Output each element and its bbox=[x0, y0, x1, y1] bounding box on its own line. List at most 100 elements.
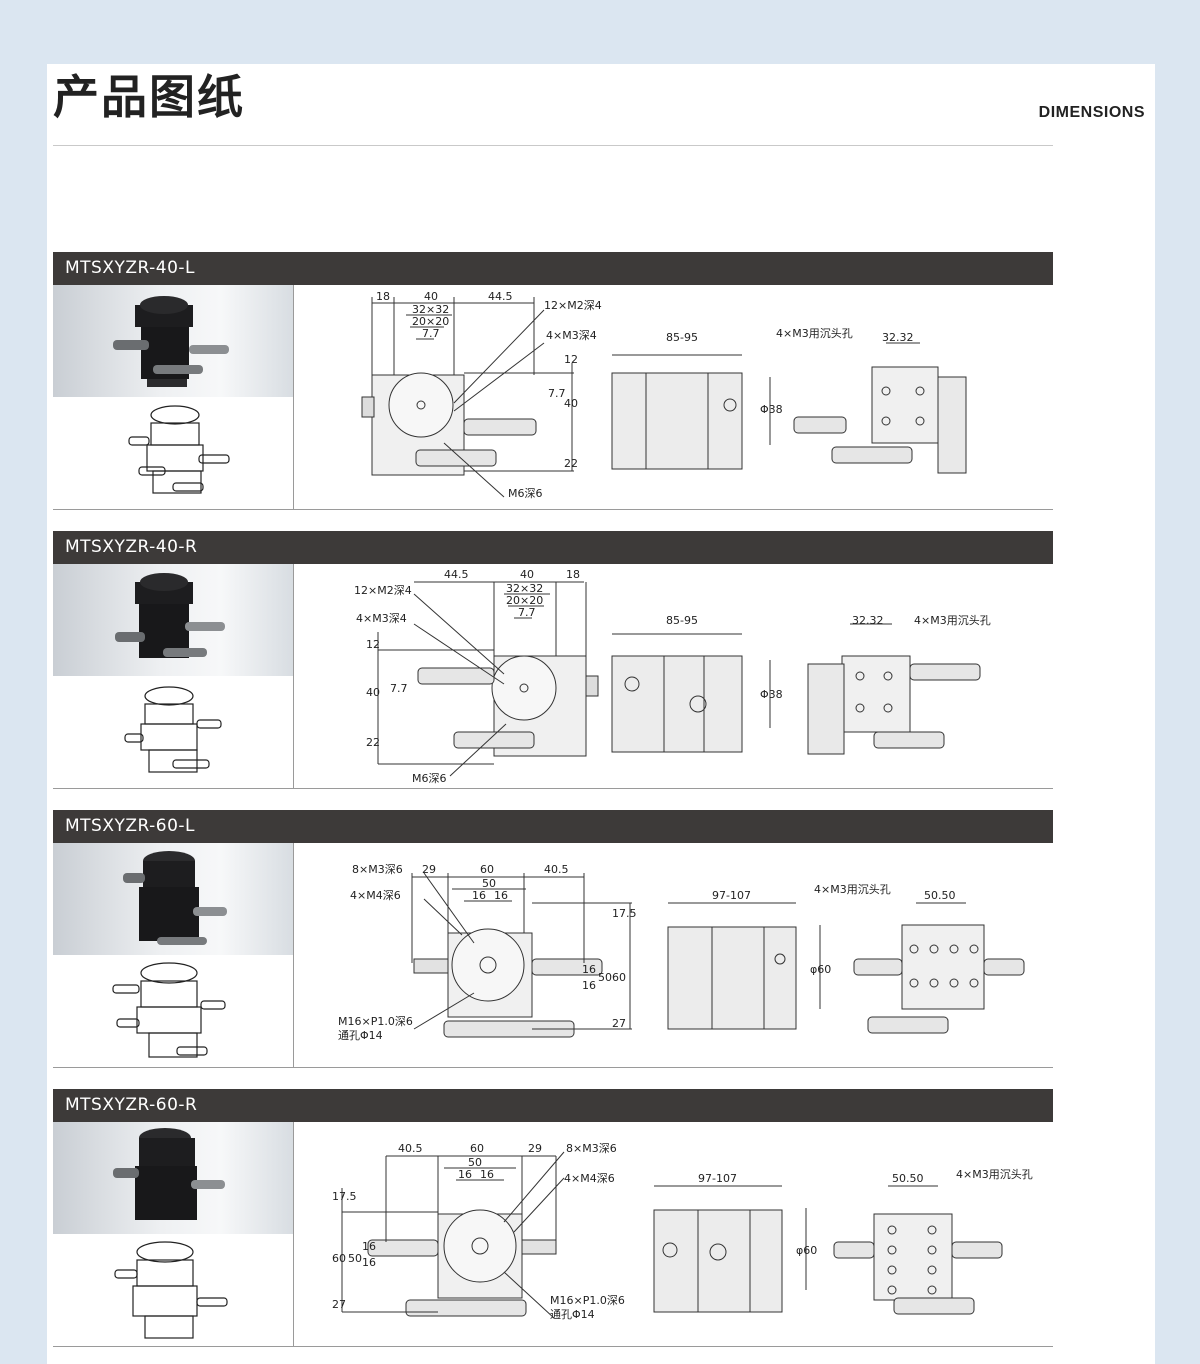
dimension-label-d32x32: 32×32 bbox=[506, 582, 543, 595]
dimension-label-d7-7: 7.7 bbox=[518, 606, 536, 619]
dimension-label-dia: Φ38 bbox=[760, 403, 783, 416]
dimension-label-holes-m2: 12×M2深4 bbox=[544, 299, 602, 312]
dimension-label-d40: 40 bbox=[520, 568, 534, 581]
dimension-drawing: 8×M3深6 4×M4深6 29 60 40.5 50 16 16 17.5 1… bbox=[338, 863, 1025, 1042]
dimension-label-range: 85-95 bbox=[666, 614, 698, 627]
dimension-label-d29: 29 bbox=[528, 1142, 542, 1155]
dimension-label-d44-5: 44.5 bbox=[444, 568, 469, 581]
section-bottom-rule bbox=[53, 1346, 1053, 1347]
product-photo bbox=[53, 843, 293, 955]
product-line-art bbox=[53, 1234, 293, 1347]
section-mtsxyzr-40-l: MTSXYZR-40-L bbox=[53, 252, 1053, 510]
stage-line-drawing bbox=[124, 686, 222, 773]
dimension-label-thru: 通孔Φ14 bbox=[338, 1029, 383, 1042]
column-divider bbox=[293, 843, 294, 1067]
dimension-label-dia: Φ38 bbox=[760, 688, 783, 701]
dimension-label-holes-m2: 12×M2深4 bbox=[354, 584, 412, 597]
column-divider bbox=[293, 564, 294, 788]
dimension-label-range: 85-95 bbox=[666, 331, 698, 344]
dimension-label-m6: M6深6 bbox=[412, 772, 447, 785]
dimension-label-m16: M16×P1.0深6 bbox=[338, 1015, 413, 1028]
dimension-label-d40v: 40 bbox=[366, 686, 380, 699]
product-line-art bbox=[53, 955, 293, 1068]
dimension-label-d20x20: 20×20 bbox=[412, 315, 449, 328]
dimension-label-d22: 22 bbox=[564, 457, 578, 470]
section-bottom-rule bbox=[53, 509, 1053, 510]
dimension-label-d16v1: 16 bbox=[362, 1240, 376, 1253]
dimension-label-d12: 12 bbox=[564, 353, 578, 366]
stage-line-drawing bbox=[112, 962, 226, 1058]
dimension-drawing: 40.5 60 29 50 16 16 8×M3深6 4×M4深6 17.5 6… bbox=[332, 1142, 1033, 1321]
dimension-label-d60v: 60 bbox=[332, 1252, 346, 1265]
section-mtsxyzr-60-r: MTSXYZR-60-R bbox=[53, 1089, 1053, 1347]
dimension-label-d16v2: 16 bbox=[582, 979, 596, 992]
dimension-label-d7-7v: 7.7 bbox=[548, 387, 566, 400]
dimension-label-cb-holes: 4×M3用沉头孔 bbox=[956, 1168, 1033, 1181]
dimension-label-d27: 27 bbox=[612, 1017, 626, 1030]
dimension-label-pitch: 50.50 bbox=[924, 889, 956, 902]
technical-drawings: 8×M3深6 4×M4深6 29 60 40.5 50 16 16 17.5 1… bbox=[294, 843, 1053, 1067]
dimension-label-m16: M16×P1.0深6 bbox=[550, 1294, 625, 1307]
dimension-label-d50v: 50 bbox=[598, 971, 612, 984]
dimension-label-d50v: 50 bbox=[348, 1252, 362, 1265]
column-divider bbox=[293, 285, 294, 509]
dimension-label-d16v2: 16 bbox=[362, 1256, 376, 1269]
column-divider bbox=[293, 1122, 294, 1346]
dimension-label-d16b: 16 bbox=[494, 889, 508, 902]
dimension-label-d17-5: 17.5 bbox=[332, 1190, 357, 1203]
dimension-label-d50: 50 bbox=[468, 1156, 482, 1169]
dimension-label-d16v1: 16 bbox=[582, 963, 596, 976]
dimension-label-holes-m3: 8×M3深6 bbox=[352, 863, 403, 876]
dimension-label-pitch: 50.50 bbox=[892, 1172, 924, 1185]
dimension-label-dia: φ60 bbox=[796, 1244, 817, 1257]
dimension-label-d18: 18 bbox=[566, 568, 580, 581]
dimension-label-cb-holes: 4×M3用沉头孔 bbox=[776, 327, 853, 340]
dimension-label-d40v: 40 bbox=[564, 397, 578, 410]
dimension-label-pitch: 32.32 bbox=[882, 331, 914, 344]
dimension-label-d18: 18 bbox=[376, 290, 390, 303]
dimension-label-range: 97-107 bbox=[698, 1172, 737, 1185]
dimension-label-d17-5: 17.5 bbox=[612, 907, 637, 920]
technical-drawings: 44.5 40 18 32×32 20×20 7.7 12×M2深4 4×M3深… bbox=[294, 564, 1053, 788]
dimension-label-dia: φ60 bbox=[810, 963, 831, 976]
dimension-label-d29: 29 bbox=[422, 863, 436, 876]
dimension-drawing: 44.5 40 18 32×32 20×20 7.7 12×M2深4 4×M3深… bbox=[354, 568, 991, 785]
dimension-label-holes-m3: 4×M3深4 bbox=[546, 329, 597, 342]
stage-render-image bbox=[113, 296, 229, 387]
dimension-label-d50: 50 bbox=[482, 877, 496, 890]
dimension-label-d20x20: 20×20 bbox=[506, 594, 543, 607]
dimension-label-holes-m3: 8×M3深6 bbox=[566, 1142, 617, 1155]
technical-drawings: 18 40 44.5 32×32 20×20 7.7 12 7.7 40 22 … bbox=[294, 285, 1053, 509]
product-line-art bbox=[53, 676, 293, 789]
dimension-label-cb-holes: 4×M3用沉头孔 bbox=[914, 614, 991, 627]
dimension-label-range: 97-107 bbox=[712, 889, 751, 902]
product-photo bbox=[53, 564, 293, 676]
section-header: MTSXYZR-40-R bbox=[53, 531, 1053, 564]
dimension-label-d40-5: 40.5 bbox=[398, 1142, 423, 1155]
dimension-label-thru: 通孔Φ14 bbox=[550, 1308, 595, 1321]
section-bottom-rule bbox=[53, 1067, 1053, 1068]
stage-render-image bbox=[113, 1128, 225, 1220]
dimension-label-d60: 60 bbox=[470, 1142, 484, 1155]
title-divider bbox=[53, 145, 1053, 146]
dimension-label-d7-7: 7.7 bbox=[422, 327, 440, 340]
dimension-label-holes-m3: 4×M3深4 bbox=[356, 612, 407, 625]
stage-render-image bbox=[115, 573, 225, 658]
dimension-label-d16b: 16 bbox=[480, 1168, 494, 1181]
dimension-label-d40: 40 bbox=[424, 290, 438, 303]
dimension-label-d40-5: 40.5 bbox=[544, 863, 569, 876]
dimension-label-d22: 22 bbox=[366, 736, 380, 749]
dimension-label-d12: 12 bbox=[366, 638, 380, 651]
dimension-drawing: 18 40 44.5 32×32 20×20 7.7 12 7.7 40 22 … bbox=[361, 290, 967, 500]
section-mtsxyzr-40-r: MTSXYZR-40-R bbox=[53, 531, 1053, 789]
dimension-label-pitch: 32.32 bbox=[852, 614, 884, 627]
dimension-label-d7-7v: 7.7 bbox=[390, 682, 408, 695]
stage-render-image bbox=[123, 851, 227, 945]
dimension-label-cb-holes: 4×M3用沉头孔 bbox=[814, 883, 891, 896]
dimension-label-m6: M6深6 bbox=[508, 487, 543, 500]
dimension-label-d32x32: 32×32 bbox=[412, 303, 449, 316]
dimension-label-d60v: 60 bbox=[612, 971, 626, 984]
stage-line-drawing bbox=[114, 1241, 228, 1339]
section-header: MTSXYZR-60-L bbox=[53, 810, 1053, 843]
dimension-label-holes-m4: 4×M4深6 bbox=[350, 889, 401, 902]
